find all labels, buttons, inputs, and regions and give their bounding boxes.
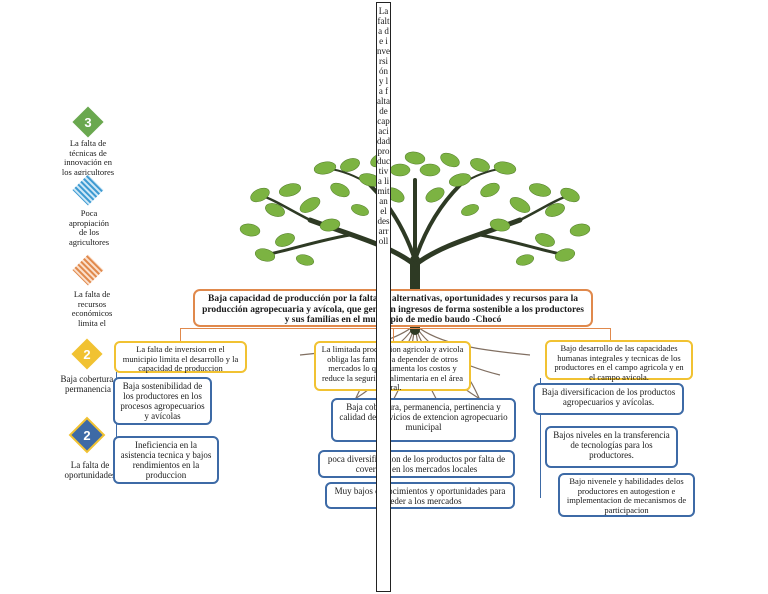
side-item-1: 3 La falta de técnicas de innovación en … — [60, 104, 120, 176]
connector-middle — [393, 328, 394, 342]
diamond-badge-icon: 3 — [72, 106, 104, 138]
right-branch-header: Bajo desarrollo de las capacidades human… — [545, 340, 693, 381]
middle-branch-item: Baja cobertura, permanencia, pertinencia… — [331, 398, 516, 442]
side-badge-text: 3 — [84, 115, 91, 130]
side-item-4: 2 Baja cobertura, permanencia — [58, 336, 118, 406]
connector-right-down — [540, 378, 541, 498]
side-item-label: La falta de oportunidades — [64, 460, 116, 480]
side-item-label: Poca apropiación de los agricultores — [68, 209, 110, 247]
side-item-label: La falta de técnicas de innovación en lo… — [61, 139, 115, 175]
striped-diamond-icon — [72, 254, 104, 286]
middle-branch-header: La limitada produccion agricola y avicol… — [314, 341, 471, 392]
striped-diamond-icon — [72, 174, 104, 206]
right-branch-item: Bajos niveles en la transferencia de tec… — [545, 426, 678, 468]
right-branch-item: Baja diversificacion de los productos ag… — [533, 383, 684, 415]
left-branch-item: Baja sostenibilidad de los productores e… — [113, 377, 212, 425]
connector-right — [610, 328, 611, 342]
connector-horizontal — [180, 328, 610, 329]
connector-left — [180, 328, 181, 342]
side-item-2: Poca apropiación de los agricultores — [60, 172, 120, 248]
vertical-text-column: La falta de inversión y la falta de capa… — [376, 2, 391, 592]
middle-branch-item: poca diversificacion de los productos po… — [318, 450, 515, 478]
main-problem-title: Baja capacidad de producción por la falt… — [193, 289, 593, 327]
left-branch-header: La falta de inversion en el municipio li… — [114, 341, 247, 373]
connector-left-down — [116, 372, 117, 482]
side-badge-text: 2 — [83, 347, 90, 362]
right-branch-item: Bajo nivenele y habilidades delos produc… — [558, 473, 695, 517]
side-item-3: La falta de recursos económicos limita e… — [60, 252, 124, 328]
side-item-label: La falta de recursos económicos limita e… — [71, 290, 113, 326]
left-branch-item: Ineficiencia en la asistencia tecnica y … — [113, 436, 219, 484]
side-badge-text: 2 — [83, 428, 90, 443]
tree-leaves — [239, 151, 591, 266]
middle-branch-item: Muy bajos conocimientos y oportunidades … — [325, 482, 515, 509]
side-item-label: Baja cobertura, permanencia — [60, 374, 116, 394]
diamond-badge-icon: 2 — [68, 416, 106, 454]
side-item-5: 2 La falta de oportunidades — [60, 416, 120, 492]
diamond-badge-icon: 2 — [71, 338, 103, 370]
